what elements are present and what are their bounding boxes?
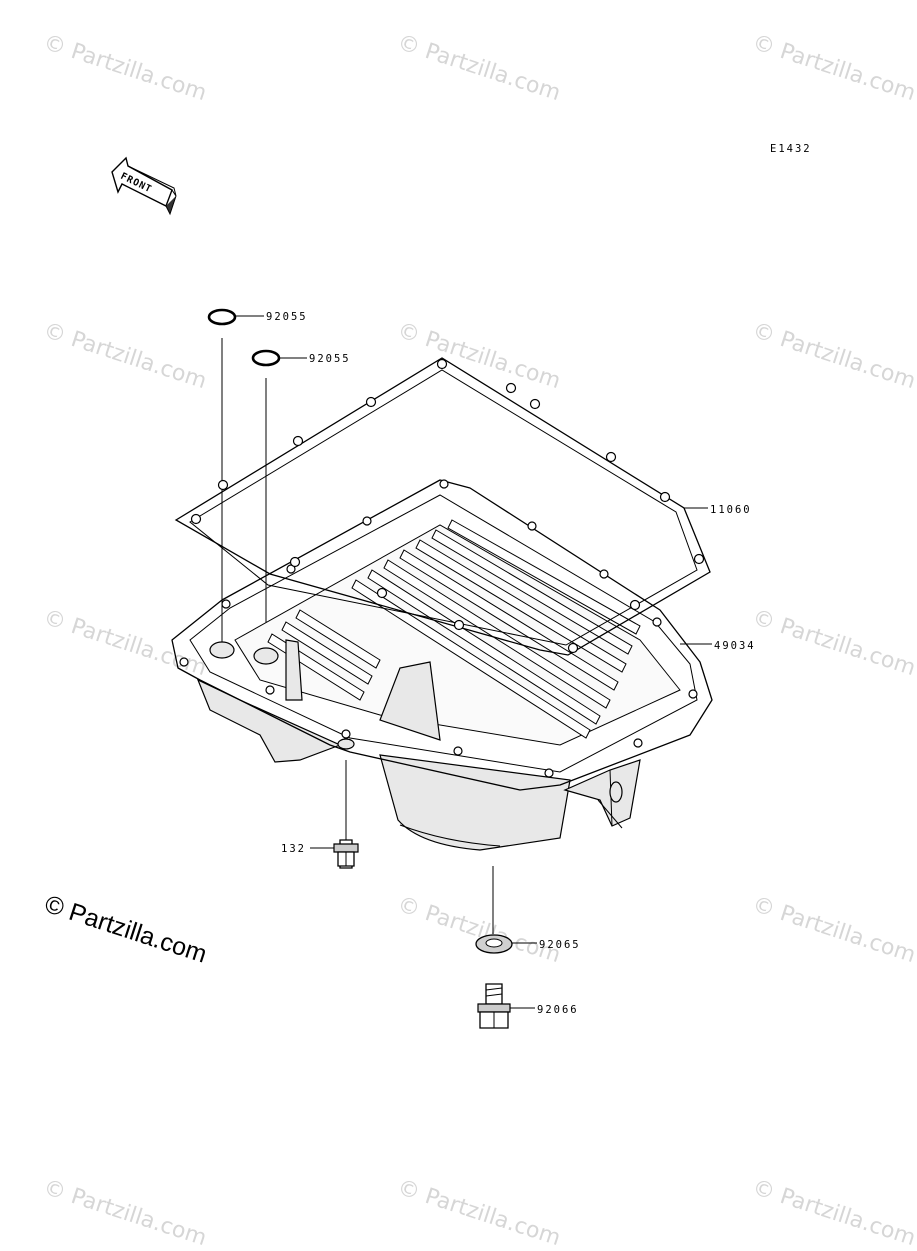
oil-pan[interactable] [171, 479, 713, 851]
part-number-label: 92066 [537, 1004, 579, 1016]
drain-plug[interactable]: 92066 [477, 983, 579, 1029]
parts-diagram: © Partzilla.com © Partzilla.com © Partzi… [40, 30, 917, 1251]
oil-pan-callout: 49034 [680, 640, 756, 652]
part-number-label: 132 [281, 843, 306, 855]
oil-pan-gasket[interactable]: 11060 [174, 357, 752, 656]
part-number-label: 92065 [539, 939, 581, 951]
part-number-label: 49034 [714, 640, 756, 652]
flange-bolt[interactable]: 132 [281, 760, 359, 869]
o-ring-upper[interactable]: 92055 [207, 308, 308, 648]
part-number-label: 92055 [309, 353, 351, 365]
part-number-label: 92055 [266, 311, 308, 323]
drain-washer[interactable]: 92065 [475, 866, 581, 954]
diagram-code: E1432 [770, 143, 812, 155]
diagram-svg: E1432 FRONT 92055 92055 [111, 143, 812, 1029]
front-arrow-icon: FRONT [111, 156, 177, 216]
part-number-label: 11060 [710, 504, 752, 516]
o-ring-lower[interactable]: 92055 [251, 349, 351, 654]
